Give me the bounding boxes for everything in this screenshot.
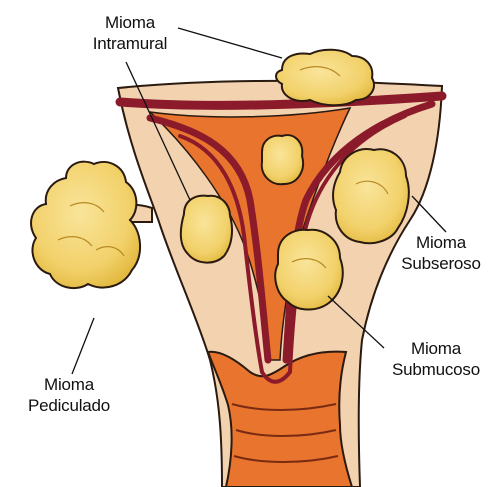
label-mioma-subseroso: Mioma Subseroso (386, 232, 496, 274)
myoma-cavity-top (262, 135, 303, 184)
leader-intramural-top (178, 28, 282, 58)
label-line: Intramural (78, 33, 182, 54)
label-mioma-intramural: Mioma Intramural (78, 12, 182, 54)
myoma-fundal (276, 50, 374, 106)
label-mioma-pediculado: Mioma Pediculado (10, 374, 128, 416)
myoma-pedunculated (31, 162, 140, 288)
myoma-submucous (275, 230, 343, 310)
leader-pediculado (72, 318, 94, 374)
myoma-subserous (333, 149, 409, 243)
label-line: Submucoso (376, 359, 496, 380)
label-line: Mioma (10, 374, 128, 395)
label-line: Mioma (376, 338, 496, 359)
leader-subseroso (412, 196, 446, 232)
label-line: Mioma (386, 232, 496, 253)
label-line: Mioma (78, 12, 182, 33)
label-line: Subseroso (386, 253, 496, 274)
myoma-intramural (181, 196, 232, 263)
label-mioma-submucoso: Mioma Submucoso (376, 338, 496, 380)
cervix-cavity (208, 352, 352, 487)
label-line: Pediculado (10, 395, 128, 416)
